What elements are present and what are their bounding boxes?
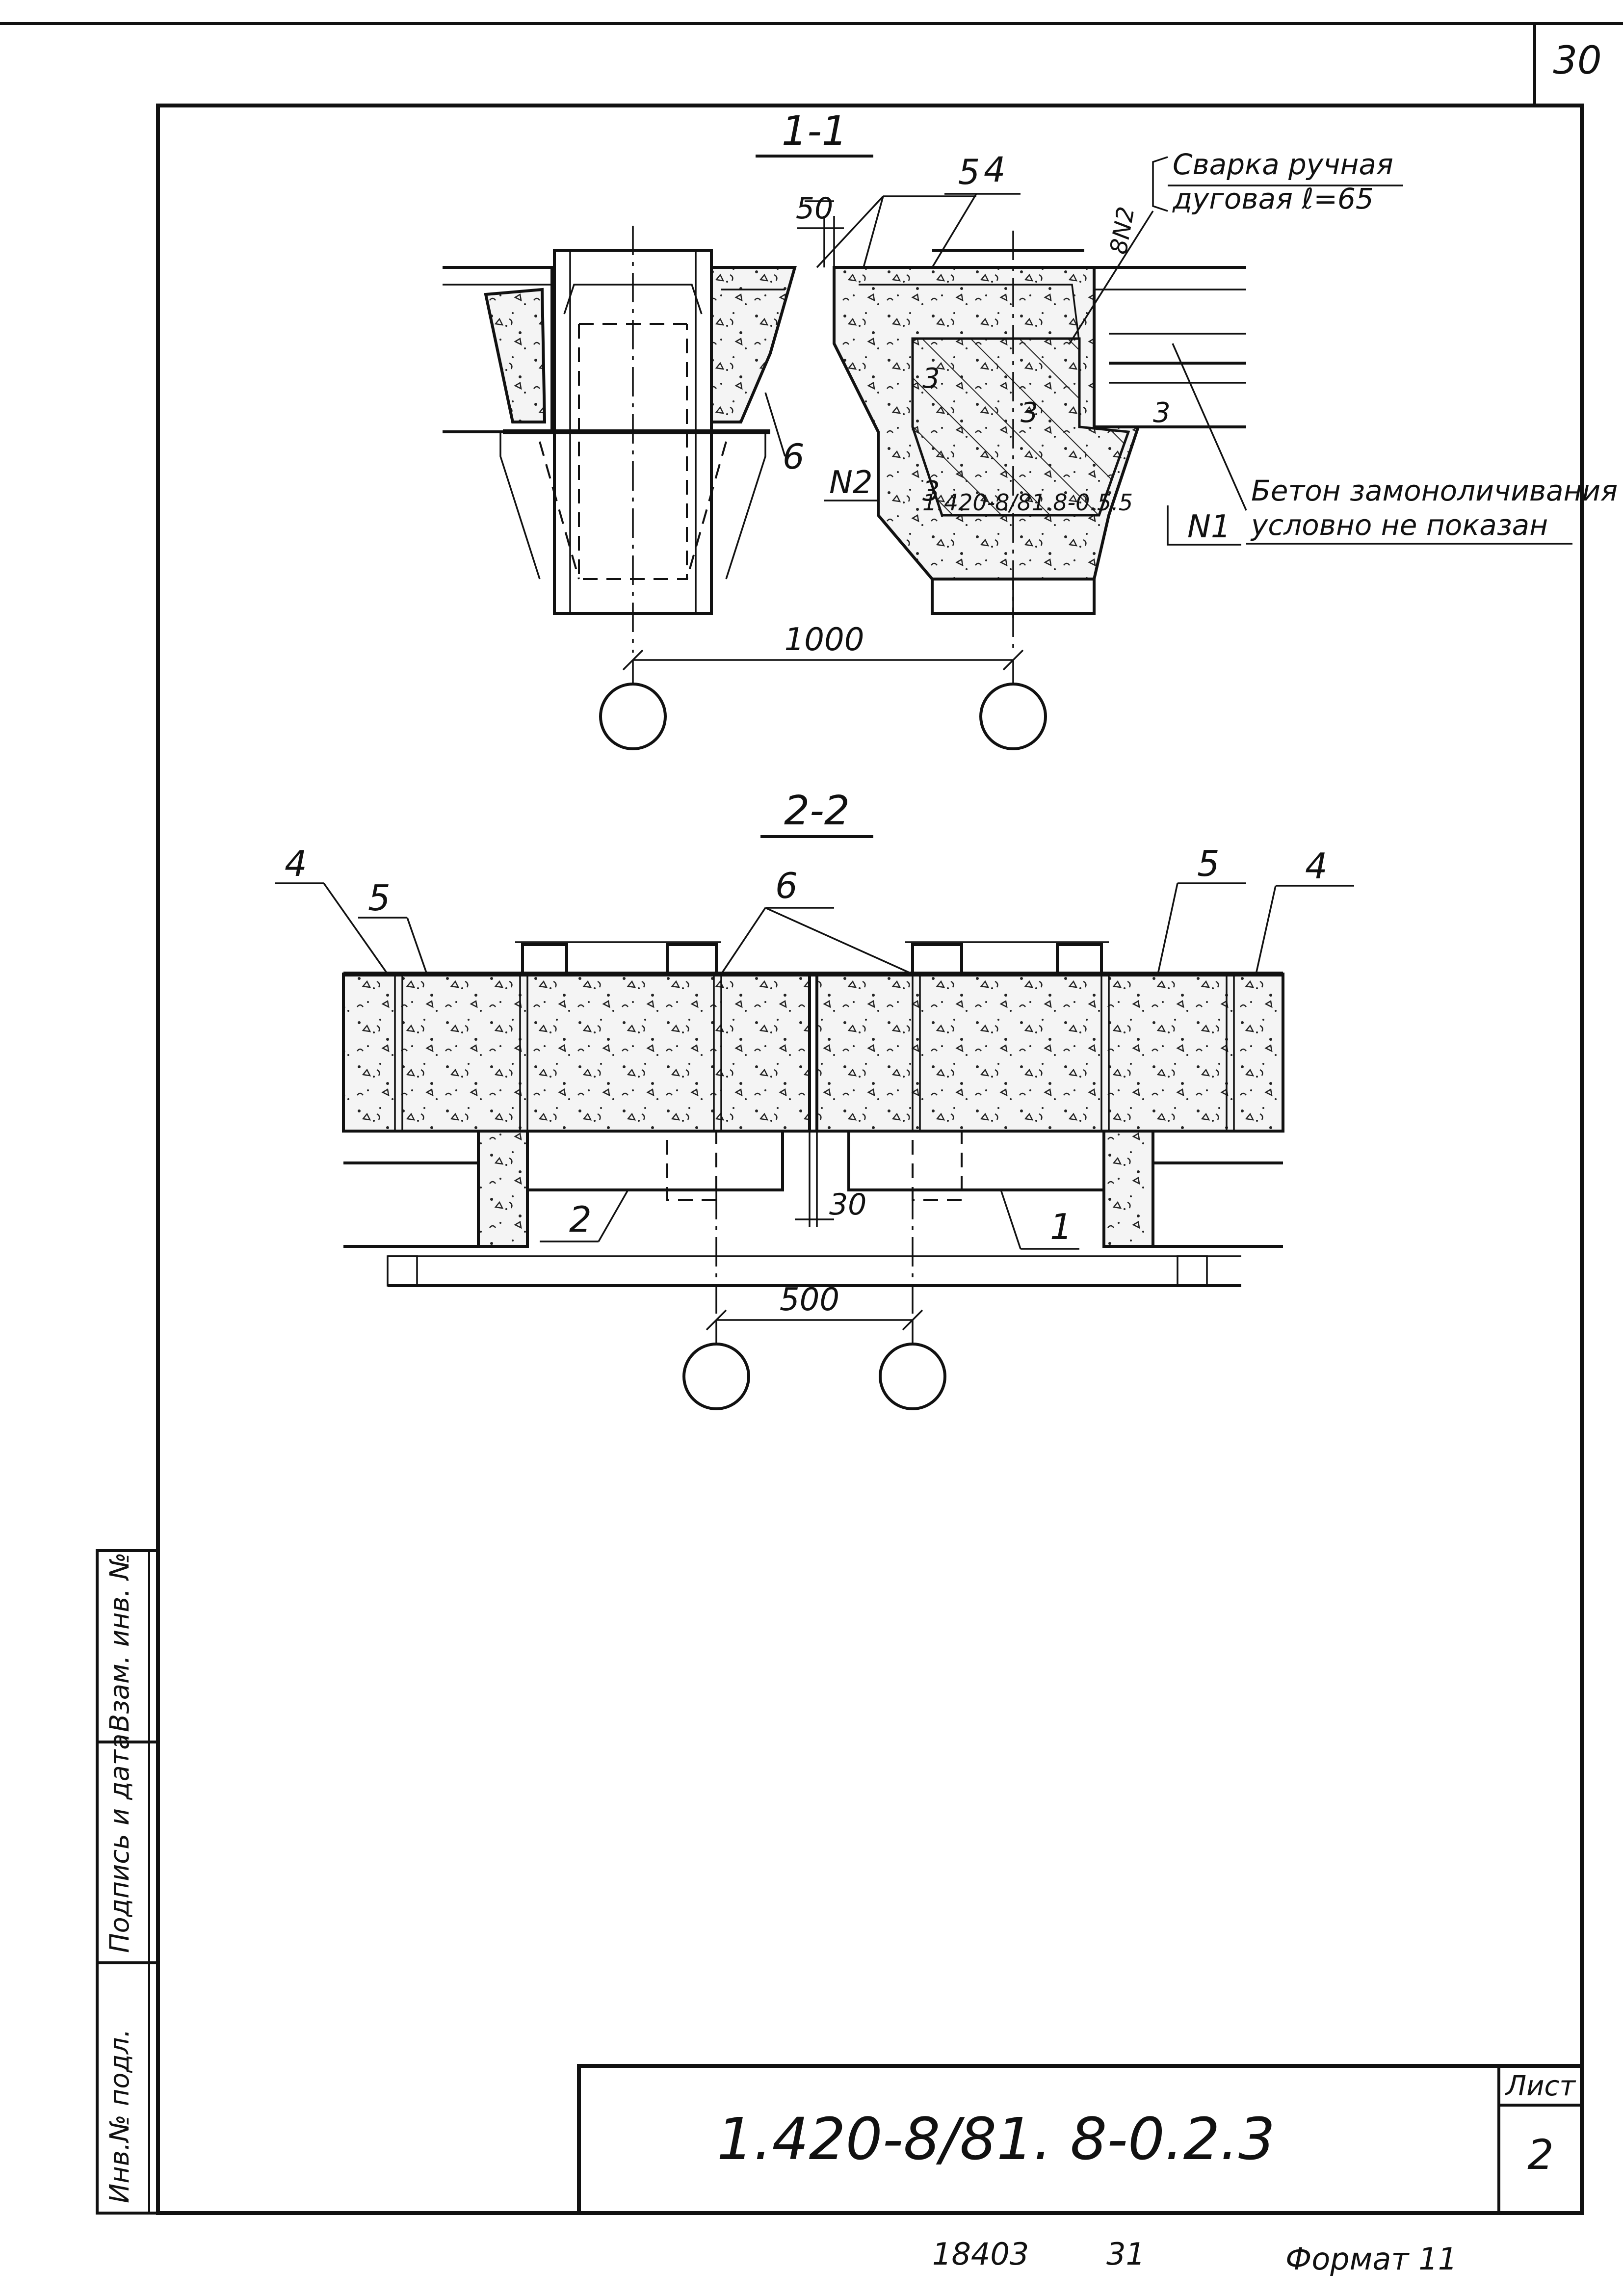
callout-4: 4 — [984, 150, 1006, 190]
callout-5: 5 — [958, 152, 980, 192]
page-number: 30 — [1553, 39, 1601, 83]
left-slab-outline — [443, 266, 553, 433]
callout-5-right: 5 — [1197, 843, 1220, 884]
weld-note-line2: дуговая ℓ=65 — [1172, 182, 1374, 215]
right-beam — [833, 249, 1141, 618]
beam-right-half — [815, 973, 1284, 1133]
title-block: Лист 2 1.420-8/81. 8-0.2.3 — [577, 2064, 1584, 2215]
sheet-number: 2 — [1527, 2131, 1553, 2179]
designation: 1.420-8/81. 8-0.2.3 — [717, 2105, 1275, 2173]
ref-code: 1.420-8/81.8-0.5.5 — [922, 489, 1133, 516]
node-n2: N2 — [829, 465, 873, 501]
section-2-2: 2-2 — [275, 788, 1354, 1410]
copy-number: 31 — [1106, 2236, 1145, 2272]
concrete-note-line2: условно не показан — [1250, 508, 1548, 542]
callout-6-center: 6 — [775, 865, 798, 906]
stamp-vzam-inv: Взам. инв. № — [104, 1552, 135, 1732]
left-beam-concrete — [710, 266, 797, 423]
format-label: Формат 11 — [1285, 2241, 1457, 2277]
callout-6: 6 — [783, 437, 805, 477]
node-n1: N1 — [1187, 509, 1231, 545]
callout-3b: 3 — [1021, 397, 1038, 429]
side-stamp: Инв.№ подл. Подпись и дата Взам. инв. № — [96, 1549, 159, 2215]
dim-30: 30 — [829, 1188, 866, 1222]
sheet-label: Лист — [1505, 2070, 1576, 2102]
left-slab-rib — [484, 288, 547, 423]
dim-50: 50 — [796, 191, 833, 226]
concrete-note-line1: Бетон замоноличивания — [1251, 474, 1618, 507]
dim-1000: 1000 — [785, 622, 864, 658]
callout-3d: 3 — [922, 475, 940, 507]
sheet-frame — [156, 104, 1584, 2215]
weld-note-line1: Сварка ручная — [1173, 148, 1393, 181]
callout-4-right: 4 — [1305, 845, 1328, 887]
axis-bubble-left — [599, 683, 667, 750]
beam-left-half — [342, 973, 811, 1133]
section-1-1: 1-1 — [443, 108, 1618, 750]
dim-500: 500 — [780, 1282, 839, 1318]
callout-1: 1 — [1050, 1206, 1073, 1247]
callout-3a: 3 — [922, 363, 940, 395]
callout-5-left: 5 — [368, 877, 391, 919]
axis-bubble-right — [979, 683, 1047, 750]
archive-number: 18403 — [932, 2236, 1029, 2272]
axis-bubble-2-right — [879, 1343, 946, 1410]
stamp-signature-date: Подпись и дата — [104, 1734, 135, 1953]
callout-4-left: 4 — [285, 843, 307, 884]
right-floor-beam — [1094, 266, 1246, 428]
section-2-title: 2-2 — [784, 788, 850, 834]
weld-mark-8n2: 8N2 — [1105, 205, 1140, 256]
section-1-title: 1-1 — [782, 108, 847, 155]
callout-2: 2 — [569, 1199, 592, 1240]
stamp-inv-podl: Инв.№ подл. — [104, 2029, 135, 2203]
axis-bubble-2-left — [682, 1343, 750, 1410]
callout-3c: 3 — [1153, 397, 1171, 429]
